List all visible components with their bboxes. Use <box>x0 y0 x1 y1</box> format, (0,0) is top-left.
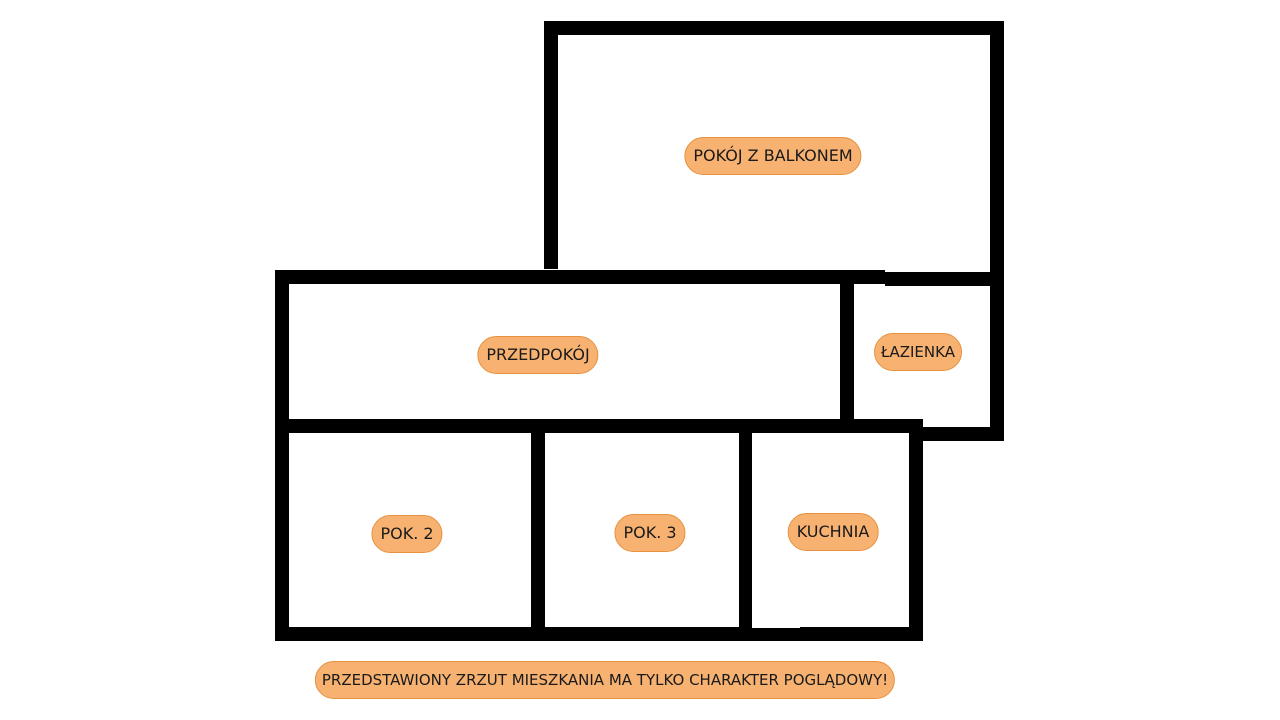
wall-lower-bottom <box>275 627 923 641</box>
room-label-hallway: PRZEDPOKÓJ <box>477 336 599 374</box>
disclaimer-note: PRZEDSTAWIONY ZRZUT MIESZKANIA MA TYLKO … <box>314 661 896 699</box>
room-label-living-room-balcony: POKÓJ Z BALKONEM <box>684 137 862 175</box>
wall-hallway-bathroom <box>840 284 854 422</box>
wall-middle-top-right <box>885 272 1004 286</box>
wall-lower-right <box>909 419 923 641</box>
wall-middle-top <box>275 270 885 284</box>
room-label-kitchen: KUCHNIA <box>787 513 879 551</box>
room-label-room-2: POK. 2 <box>371 515 443 553</box>
wall-top-room-right <box>990 21 1004 441</box>
wall-left-outer <box>275 270 289 641</box>
room-label-bathroom: ŁAZIENKA <box>874 333 962 371</box>
wall-room3-kitchen <box>739 419 752 631</box>
door-gap-kitchen <box>752 626 800 628</box>
wall-bathroom-bottom <box>920 427 1004 441</box>
wall-lower-top <box>275 419 923 433</box>
wall-room2-room3 <box>531 419 545 641</box>
wall-top-room-top <box>544 21 1004 35</box>
wall-top-room-left <box>544 21 558 269</box>
room-label-room-3: POK. 3 <box>614 514 686 552</box>
